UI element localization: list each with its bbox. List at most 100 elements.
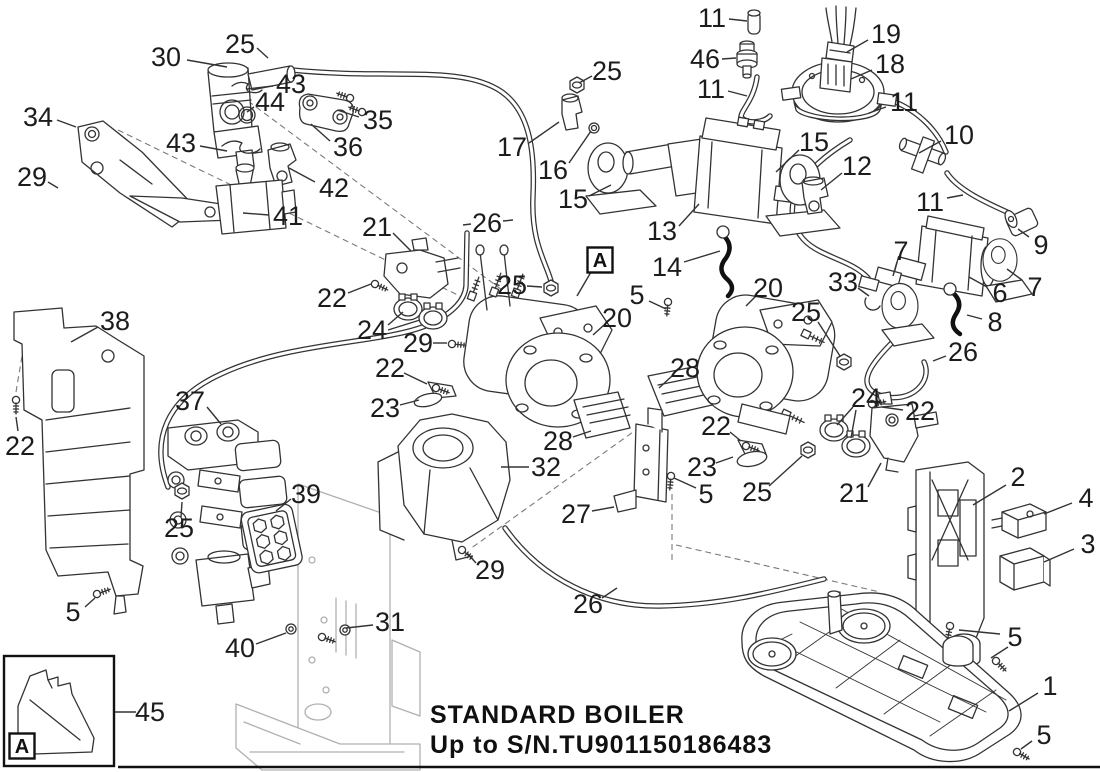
callout-20-39: 20 <box>753 273 783 303</box>
callout-5-61: 5 <box>1007 622 1022 652</box>
part-20-boiler-left <box>463 244 673 428</box>
callout-leader-42-9 <box>288 167 316 183</box>
callout-15-15: 15 <box>558 184 588 214</box>
callout-5-63: 5 <box>1036 720 1051 750</box>
callout-33-33: 33 <box>828 267 858 297</box>
part-13-pump <box>561 76 841 237</box>
callout-leader-22-50 <box>729 431 742 442</box>
callout-leader-15-26 <box>775 149 800 173</box>
callout-leader-11-22 <box>727 90 748 97</box>
callout-24-43: 24 <box>357 315 387 345</box>
part-33-clamp <box>864 297 881 311</box>
callout-leader-2-57 <box>972 484 1007 506</box>
callout-40-70: 40 <box>225 633 255 663</box>
callout-23-51: 23 <box>687 452 717 482</box>
callout-leader-34-4 <box>56 119 77 128</box>
callout-leader-20-38 <box>592 324 605 336</box>
callout-22-55: 22 <box>905 396 935 426</box>
callout-46-19: 46 <box>690 44 720 74</box>
callout-leader-33-33 <box>857 287 870 297</box>
callout-42-9: 42 <box>319 173 349 203</box>
callout-28-47: 28 <box>543 426 573 456</box>
callout-leader-12-27 <box>820 172 843 191</box>
part-32-boiler-shroud <box>377 413 511 563</box>
callout-leader-20-39 <box>745 295 757 307</box>
callout-leader-22-65 <box>15 416 19 432</box>
callout-leader-14-17 <box>683 250 721 263</box>
callout-leader-5-61 <box>990 646 1009 659</box>
callout-22-50: 22 <box>701 411 731 441</box>
callout-4-58: 4 <box>1078 483 1093 513</box>
part-41-solenoid <box>215 163 297 235</box>
part-5-screw <box>665 471 676 491</box>
callout-leader-24-54 <box>836 406 854 426</box>
callout-37-66: 37 <box>175 386 205 416</box>
callout-43-7: 43 <box>166 128 196 158</box>
callout-leader-25-52 <box>768 455 803 487</box>
part-7-bracket <box>881 282 919 330</box>
callout-leader-7-32 <box>1006 268 1023 281</box>
part-24-thermostat <box>819 414 849 442</box>
section-marker-layer: AA <box>8 246 614 760</box>
callout-35-5: 35 <box>363 105 393 135</box>
callout-41-10: 41 <box>273 201 303 231</box>
callout-34-4: 34 <box>23 102 53 132</box>
part-37-valve-block <box>167 419 290 625</box>
part-5-pin <box>662 297 673 317</box>
part-9-spacer <box>1004 207 1039 237</box>
callout-leader-40-70 <box>255 632 287 645</box>
callout-17-13: 17 <box>497 132 527 162</box>
callout-leader-22-44 <box>403 372 428 385</box>
callout-leader-7-30 <box>892 261 898 277</box>
callout-22-65: 22 <box>5 431 35 461</box>
marker-leader-0 <box>576 271 592 297</box>
callout-leader-18-21 <box>850 69 873 80</box>
callout-leader-38-64 <box>70 326 99 343</box>
callout-leader-3-59 <box>1043 548 1075 563</box>
callout-leader-24-43 <box>387 311 404 326</box>
callout-15-26: 15 <box>799 127 829 157</box>
callout-11-18: 11 <box>698 3 726 33</box>
part-1-base-plate <box>741 590 1032 763</box>
callout-leader-26-36 <box>932 355 947 362</box>
part-22-23-terminals <box>413 381 816 468</box>
callout-18-21: 18 <box>875 49 905 79</box>
callout-leader-15-15 <box>588 184 612 197</box>
callout-11-22: 11 <box>697 74 725 104</box>
callout-29-41: 29 <box>403 328 433 358</box>
part-21-thermostat-bracket-left <box>369 237 467 350</box>
callout-22-42: 22 <box>317 283 347 313</box>
callout-38-64: 38 <box>100 306 130 336</box>
part-20-boiler-right <box>696 294 852 435</box>
callout-leader-8-34 <box>966 314 983 320</box>
callout-leader-24-54 <box>850 409 857 439</box>
callout-23-45: 23 <box>370 393 400 423</box>
callout-26-60: 26 <box>573 589 603 619</box>
callout-25-67: 25 <box>164 513 194 543</box>
callout-19-20: 19 <box>871 19 901 49</box>
section-marker-label-1: A <box>15 736 29 758</box>
part-27-support-bracket <box>613 407 676 513</box>
callout-leader-27-49 <box>591 506 615 512</box>
part-14-cable <box>716 225 735 299</box>
callout-leader-23-45 <box>399 399 420 406</box>
callout-leader-16-14 <box>568 130 592 164</box>
part-7-bracket <box>982 238 1018 282</box>
callout-leader-25-35 <box>817 321 841 357</box>
callout-12-27: 12 <box>842 151 872 181</box>
callout-leader-4-58 <box>1043 502 1073 515</box>
part-42-elbow-fitting <box>267 142 297 187</box>
callout-leader-37-66 <box>206 406 222 425</box>
part-17-elbow <box>561 95 583 131</box>
callout-leader-11-28 <box>946 194 964 199</box>
callout-leader-24-43 <box>387 319 421 331</box>
callout-25-1: 25 <box>225 29 255 59</box>
callout-28-46: 28 <box>670 353 700 383</box>
part-40-washer <box>285 623 297 635</box>
part-12-elbow-fitting <box>801 176 829 215</box>
callout-leader-43-2 <box>246 85 274 90</box>
callout-leader-5-63 <box>1020 740 1033 750</box>
part-30-steam-valve <box>207 62 296 169</box>
diagram-serial-range: Up to S/N.TU901150186483 <box>430 731 772 759</box>
